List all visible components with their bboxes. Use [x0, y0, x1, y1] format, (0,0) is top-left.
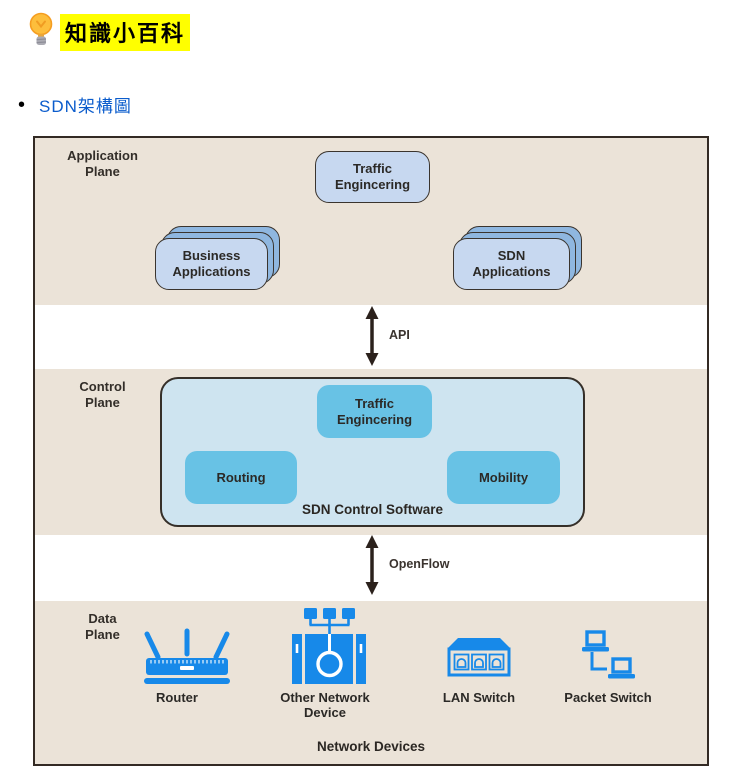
routing-box: Routing — [185, 451, 297, 504]
traffic-ctl-line1: Traffic — [354, 395, 394, 411]
api-label: API — [389, 328, 410, 342]
control-plane-label-line1: Control — [79, 379, 126, 394]
data-plane-label-line1: Data — [88, 611, 117, 626]
business-line2: Applications — [172, 264, 251, 279]
sdn-control-software-label: SDN Control Software — [301, 502, 443, 517]
traffic-engineering-control-box: Traffic Engincering — [317, 385, 432, 438]
router-icon — [138, 627, 236, 692]
application-plane-label-line2: Plane — [85, 164, 120, 179]
application-plane-label: Application Plane — [55, 148, 150, 180]
lan-switch-label: LAN Switch — [429, 690, 529, 705]
list-bullet: • — [18, 93, 26, 116]
business-applications-box: Business Applications — [155, 238, 268, 290]
business-applications-stack: Business Applications — [155, 226, 281, 291]
bullet-list-item: • SDN架構圖 — [18, 92, 132, 117]
sdn-apps-line2: Applications — [472, 264, 551, 279]
network-devices-label: Network Devices — [316, 739, 426, 754]
lightbulb-icon — [28, 12, 55, 53]
page-title: 知識小百科 — [60, 14, 191, 51]
data-plane-label: Data Plane — [55, 611, 150, 643]
other-network-device-label: Other Network Device — [265, 690, 385, 720]
packet-switch-icon — [578, 630, 638, 687]
mobility-label: Mobility — [478, 469, 529, 485]
api-arrow — [364, 306, 380, 371]
traffic-app-line1: Traffic — [352, 161, 392, 176]
mobility-box: Mobility — [447, 451, 560, 504]
other-device-line1: Other Network — [280, 690, 370, 705]
router-label: Router — [127, 690, 227, 705]
sdn-applications-stack: SDN Applications — [453, 226, 583, 291]
traffic-ctl-line2: Engincering — [336, 411, 413, 427]
traffic-app-line2: Engincering — [334, 177, 411, 192]
lan-switch-label-text: LAN Switch — [442, 690, 516, 705]
data-plane-label-line2: Plane — [85, 627, 120, 642]
router-label-text: Router — [156, 690, 198, 705]
application-plane-label-line1: Application — [67, 148, 138, 163]
traffic-engineering-app-box: Traffic Engincering — [315, 151, 430, 203]
other-network-device-icon — [292, 608, 366, 689]
control-plane-label-line2: Plane — [85, 395, 120, 410]
packet-switch-label: Packet Switch — [548, 690, 668, 705]
packet-switch-label-text: Packet Switch — [564, 690, 652, 705]
routing-label: Routing — [216, 469, 266, 485]
sdn-applications-box: SDN Applications — [453, 238, 570, 290]
openflow-arrow — [364, 535, 380, 600]
control-plane-label: Control Plane — [55, 379, 150, 411]
business-line1: Business — [182, 248, 241, 263]
sdn-apps-line1: SDN — [497, 248, 526, 263]
sdn-diagram-link[interactable]: SDN架構圖 — [39, 97, 132, 116]
other-device-line2: Device — [304, 705, 346, 720]
header: 知識小百科 — [28, 12, 191, 53]
lan-switch-icon — [446, 636, 512, 683]
sdn-architecture-diagram: Application Plane Control Plane Data Pla… — [33, 136, 709, 766]
openflow-label: OpenFlow — [389, 557, 450, 571]
